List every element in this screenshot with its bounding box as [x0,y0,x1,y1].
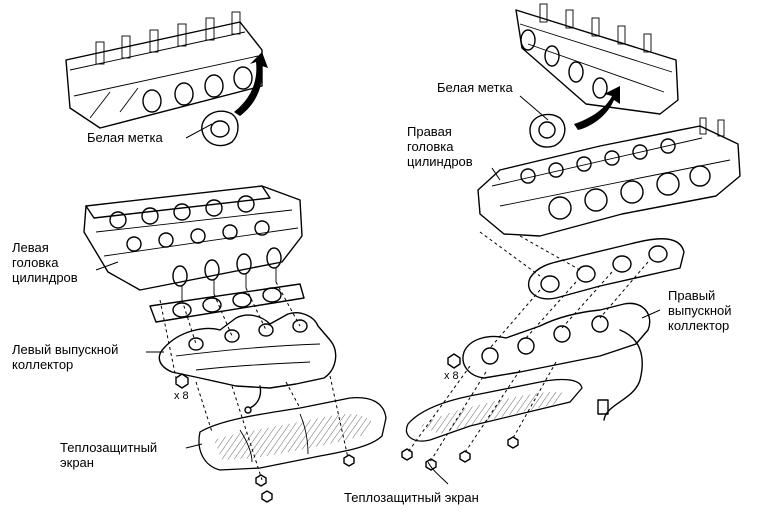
right-head-inset [515,3,679,115]
left-alignment-lines [159,281,349,481]
label-right-head: Правая головка цилиндров [407,124,473,169]
right-bolts [401,353,519,471]
left-head-inset [65,11,263,129]
right-heat-shield [405,378,583,442]
right-exhaust-gasket [527,238,685,300]
right-alignment-lines [407,231,649,463]
label-white-mark-right: Белая метка [437,80,513,95]
leader-white-mark-left [185,123,213,139]
leader-left-shield [185,443,203,449]
leader-white-mark-right [519,95,549,121]
label-left-head: Левая головка цилиндров [12,240,78,285]
label-bolt-count-left: x 8 [174,390,189,402]
right-cylinder-head [477,117,741,237]
arrow-right [574,86,620,130]
left-exhaust-manifold [158,312,337,414]
label-left-manifold: Левый выпускной коллектор [12,342,119,372]
gasket-left-inset [201,110,239,147]
leader-right-shield [427,461,449,485]
label-left-heat-shield: Теплозащитный экран [60,440,158,470]
arrow-left [234,52,268,116]
label-bolt-count-right: x 8 [444,370,459,382]
right-exhaust-manifold [462,302,651,421]
left-cylinder-head [83,185,303,300]
label-right-heat-shield: Теплозащитный экран [344,490,479,505]
leader-right-head [491,167,501,181]
left-heat-shield [198,396,387,471]
left-bolts [175,373,355,503]
left-exhaust-gasket [149,283,305,323]
leader-left-head [95,261,119,271]
leader-right-manifold [641,309,661,319]
label-right-manifold: Правый выпускной коллектор [668,288,732,333]
gasket-right-inset [529,113,566,148]
label-white-mark-left: Белая метка [87,130,163,145]
